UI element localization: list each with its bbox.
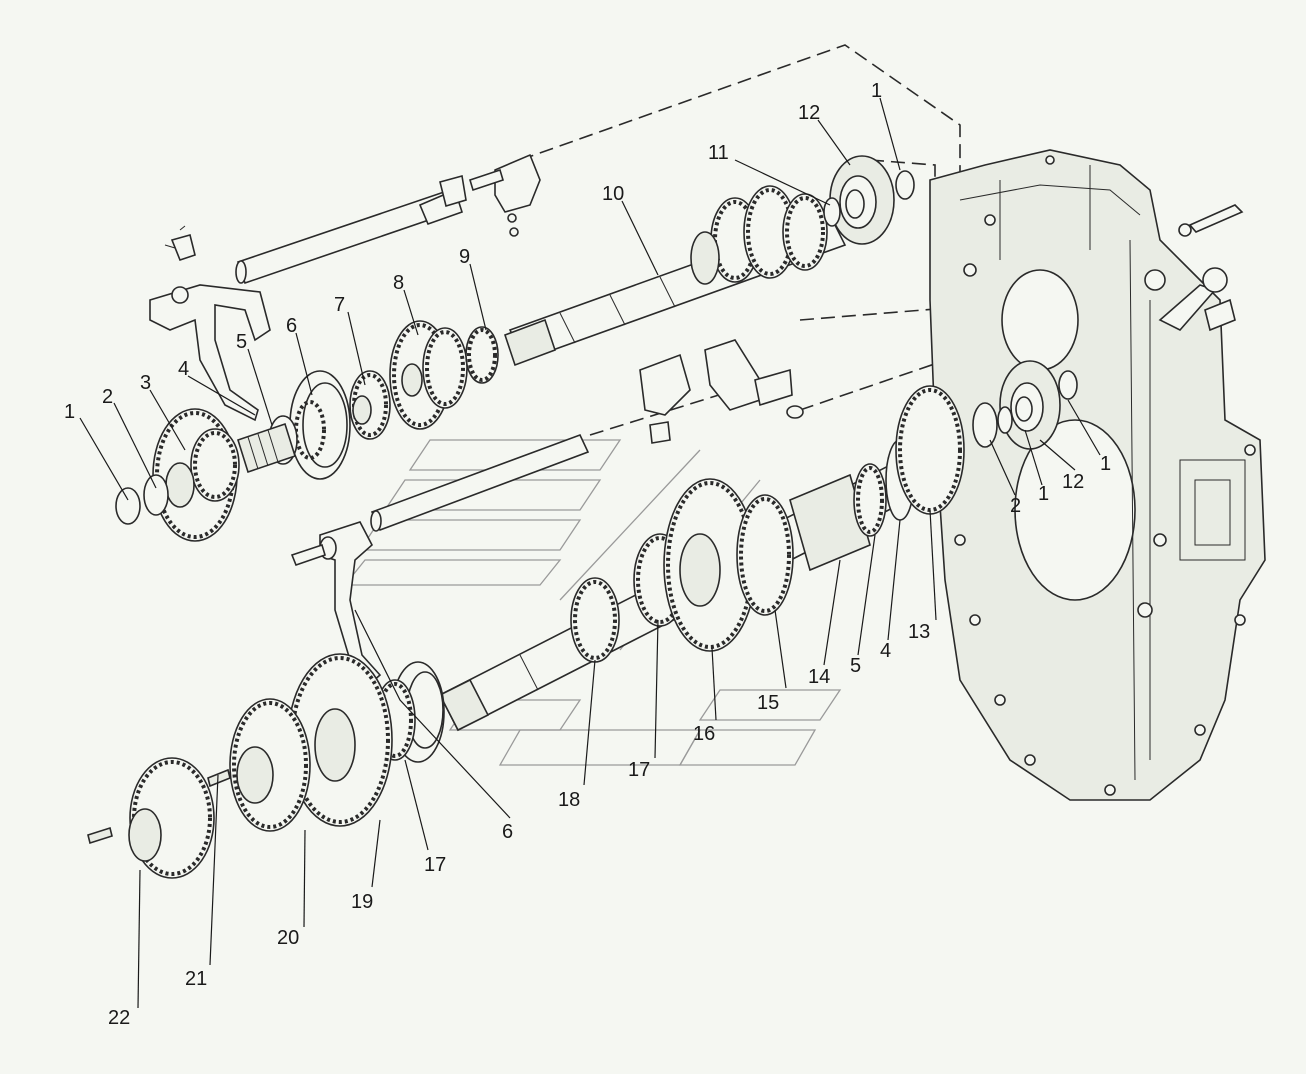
callout-4: 4 (178, 358, 189, 380)
callout-12: 12 (798, 102, 820, 124)
lower-shift-fork (290, 521, 382, 684)
gear-13 (895, 385, 965, 515)
sleeve-7 (349, 370, 391, 440)
callout-19: 19 (351, 891, 373, 913)
callout-15: 15 (757, 692, 779, 714)
lower-shift-rod (370, 433, 590, 532)
callout-17-upper: 17 (628, 759, 650, 781)
callout-10: 10 (602, 183, 624, 205)
callout-9: 9 (459, 246, 470, 268)
callout-17-lower: 17 (424, 854, 446, 876)
callout-1-lower: 1 (1038, 483, 1049, 505)
callout-20: 20 (277, 927, 299, 949)
callout-5: 5 (236, 331, 247, 353)
callout-4-lower: 4 (880, 640, 891, 662)
lower-washer-2 (972, 402, 998, 448)
callout-8: 8 (393, 272, 404, 294)
callout-13: 13 (908, 621, 930, 643)
lower-bearing-12 (997, 360, 1061, 450)
leader-lines (79, 97, 1101, 1009)
callout-18: 18 (558, 789, 580, 811)
upper-fork-clamp (469, 153, 541, 237)
synchro-ring-6 (289, 370, 351, 480)
callout-1-upper: 1 (871, 80, 882, 102)
callout-2: 2 (102, 386, 113, 408)
callout-3: 3 (140, 372, 151, 394)
callout-labels: 1 2 3 4 5 6 7 8 9 10 11 12 1 1 1 12 2 13… (64, 80, 1111, 1029)
callout-16: 16 (693, 723, 715, 745)
callout-2-lower: 2 (1010, 495, 1021, 517)
lower-fork-clamp (639, 339, 804, 444)
upper-shift-fork (149, 225, 271, 422)
callout-6-lower: 6 (502, 821, 513, 843)
hub-5b (853, 463, 887, 537)
needle-bearing-4 (237, 422, 296, 474)
callout-14: 14 (808, 666, 830, 688)
upper-gear-cluster (690, 185, 828, 285)
upper-snap-ring (895, 170, 915, 200)
callout-1: 1 (64, 401, 75, 423)
sleeve-14 (789, 473, 871, 572)
gear-20 (229, 698, 311, 832)
snap-ring-1 (115, 487, 141, 525)
gear-8 (389, 320, 468, 430)
callout-7: 7 (334, 294, 345, 316)
callout-21: 21 (185, 968, 207, 990)
gear-3 (152, 408, 240, 542)
callout-12-lower: 12 (1062, 471, 1084, 493)
gear-16 (663, 478, 757, 652)
gearbox-housing (929, 149, 1266, 801)
gear-9 (465, 326, 499, 384)
callout-22: 22 (108, 1007, 130, 1029)
gear-15 (736, 494, 794, 616)
upper-shift-rod (235, 174, 467, 285)
gear-22 (87, 757, 215, 879)
key-21 (207, 768, 231, 788)
upper-bearing (823, 155, 895, 245)
gear-18 (570, 577, 620, 663)
callout-6: 6 (286, 315, 297, 337)
callout-11: 11 (708, 142, 729, 164)
callout-1-lower-right: 1 (1100, 453, 1111, 475)
gear-19 (287, 653, 393, 827)
washer-2 (143, 474, 169, 516)
lower-snap-ring-1 (1058, 370, 1078, 400)
callout-5-lower: 5 (850, 655, 861, 677)
